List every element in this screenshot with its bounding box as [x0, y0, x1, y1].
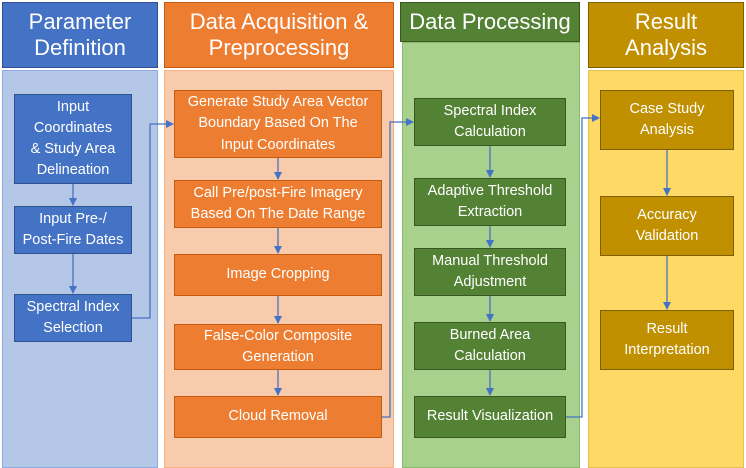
case-study-analysis-step: Case Study Analysis — [600, 90, 734, 150]
cloud-removal-step: Cloud Removal — [174, 396, 382, 438]
input-coordinates-step: Input Coordinates & Study Area Delineati… — [14, 94, 132, 184]
false-color-composite-step: False-Color Composite Generation — [174, 324, 382, 370]
spectral-index-calculation-step: Spectral Index Calculation — [414, 98, 566, 146]
accuracy-validation-step: Accuracy Validation — [600, 196, 734, 256]
burned-area-calculation-step: Burned Area Calculation — [414, 322, 566, 370]
spectral-index-selection-step: Spectral Index Selection — [14, 294, 132, 342]
result-visualization-step: Result Visualization — [414, 396, 566, 438]
result-analysis-header: Result Analysis — [588, 2, 744, 68]
arrow-c3-to-c4 — [566, 114, 600, 418]
manual-threshold-step: Manual Threshold Adjustment — [414, 248, 566, 296]
data-acquisition-header: Data Acquisition & Preprocessing — [164, 2, 394, 68]
input-dates-step: Input Pre-/ Post-Fire Dates — [14, 206, 132, 254]
result-interpretation-step: Result Interpretation — [600, 310, 734, 370]
data-processing-header: Data Processing — [400, 2, 580, 42]
generate-boundary-step: Generate Study Area Vector Boundary Base… — [174, 90, 382, 158]
arrow-c1-to-c2 — [132, 120, 174, 319]
arrow-c2-to-c3 — [382, 118, 414, 418]
parameter-definition-header: Parameter Definition — [2, 2, 158, 68]
adaptive-threshold-step: Adaptive Threshold Extraction — [414, 178, 566, 226]
call-imagery-step: Call Pre/post-Fire Imagery Based On The … — [174, 180, 382, 228]
image-cropping-step: Image Cropping — [174, 254, 382, 296]
